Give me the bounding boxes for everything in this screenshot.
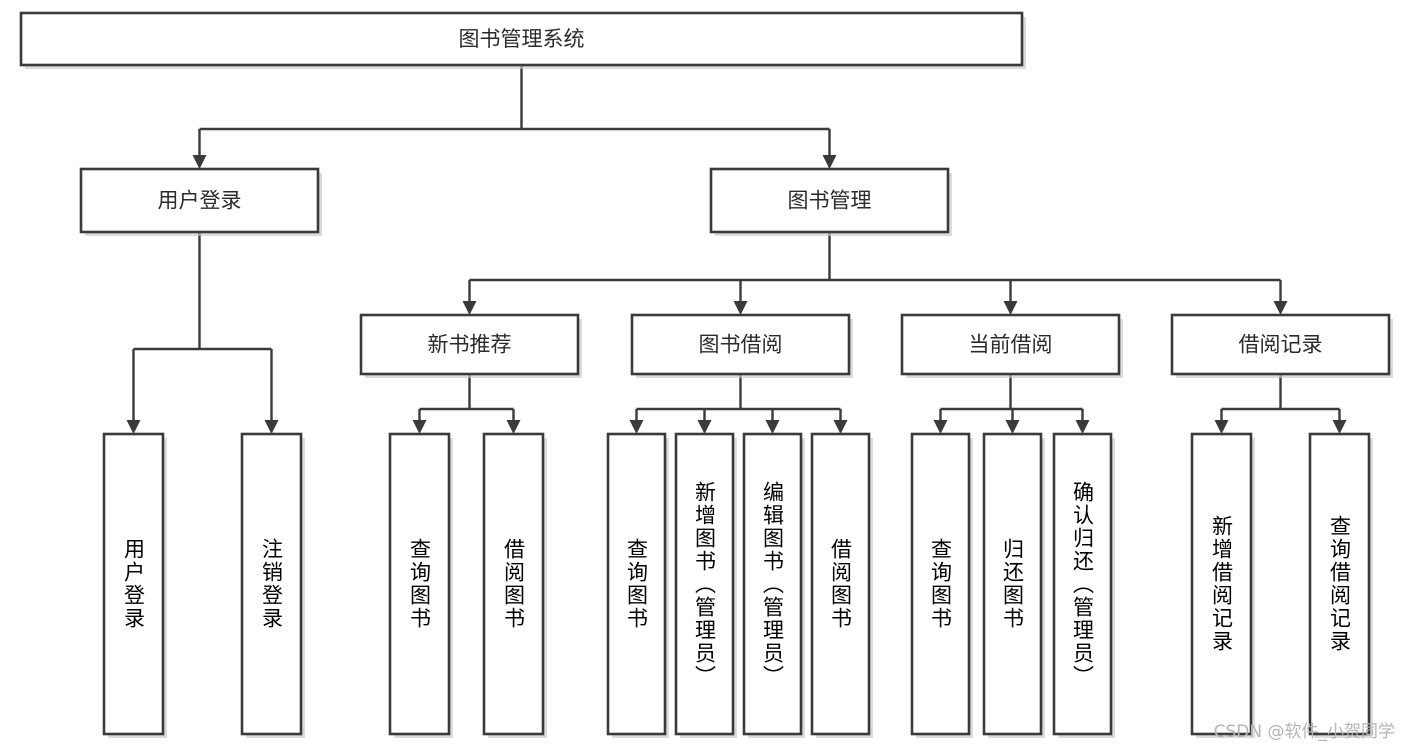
node-root[interactable]: 图书管理系统 — [19, 11, 1026, 69]
arrowhead-edge-ul-leaf-user-login — [126, 420, 141, 434]
node-leaf-return-book[interactable]: 归还图书 — [982, 432, 1045, 738]
node-leaf-add-book-admin[interactable]: 新增图书（管理员） — [674, 432, 737, 738]
node-label: 当前借阅 — [969, 333, 1053, 357]
node-label-wrap: 编辑图书（管理员） — [760, 480, 785, 688]
node-label: 查询图书 — [624, 538, 649, 630]
arrowhead-edge-cb-leaf-confirm — [1075, 420, 1090, 434]
node-label: 查询图书 — [407, 538, 432, 630]
node-book-borrow[interactable]: 图书借阅 — [630, 313, 853, 378]
arrowhead-edge-root-user-login — [192, 155, 207, 169]
arrowhead-edge-root-book-management — [822, 155, 837, 169]
arrowhead-edge-bm-book-borrow — [733, 301, 748, 315]
node-label: 新增借阅记录 — [1209, 515, 1234, 653]
node-label: 新增图书（管理员） — [692, 480, 717, 688]
node-new-book-recommend[interactable]: 新书推荐 — [359, 313, 582, 378]
arrowhead-edge-bb-leaf-edit — [765, 420, 780, 434]
node-label-wrap: 借阅图书 — [828, 538, 853, 630]
node-user-login[interactable]: 用户登录 — [79, 167, 322, 236]
node-leaf-query-book-borrow[interactable]: 查询图书 — [606, 432, 669, 738]
arrowhead-edge-br-leaf-add — [1214, 420, 1229, 434]
node-label: 编辑图书（管理员） — [760, 480, 785, 688]
node-leaf-query-borrow-record[interactable]: 查询借阅记录 — [1308, 432, 1373, 738]
edges-layer — [126, 65, 1347, 434]
node-label: 用户登录 — [158, 189, 242, 213]
arrowhead-edge-ul-leaf-logout — [264, 420, 279, 434]
node-label: 借阅记录 — [1239, 333, 1323, 357]
arrowhead-edge-cb-leaf-query — [933, 420, 948, 434]
node-leaf-edit-book-admin[interactable]: 编辑图书（管理员） — [742, 432, 805, 738]
node-label-wrap: 查询借阅记录 — [1327, 515, 1352, 653]
node-label: 图书管理系统 — [459, 27, 585, 51]
arrowhead-edge-nb-leaf-borrow — [506, 420, 521, 434]
node-label-wrap: 用户登录 — [121, 538, 146, 630]
node-leaf-confirm-return-admin[interactable]: 确认归还（管理员） — [1052, 432, 1115, 738]
node-label: 确认归还（管理员） — [1070, 480, 1095, 688]
node-leaf-borrow-book-recommend[interactable]: 借阅图书 — [482, 432, 547, 738]
node-label: 借阅图书 — [501, 538, 526, 630]
arrowhead-edge-bb-leaf-add — [697, 420, 712, 434]
node-leaf-query-book-current[interactable]: 查询图书 — [910, 432, 973, 738]
node-label: 图书借阅 — [699, 333, 783, 357]
arrowhead-edge-nb-leaf-query — [412, 420, 427, 434]
node-current-borrow[interactable]: 当前借阅 — [900, 313, 1123, 378]
arrowhead-edge-bb-leaf-borrow — [833, 420, 848, 434]
node-label-wrap: 归还图书 — [1000, 538, 1025, 630]
node-leaf-user-login[interactable]: 用户登录 — [102, 432, 167, 738]
node-leaf-add-borrow-record[interactable]: 新增借阅记录 — [1190, 432, 1255, 738]
node-label-wrap: 查询图书 — [624, 538, 649, 630]
node-leaf-query-book-recommend[interactable]: 查询图书 — [388, 432, 453, 738]
node-label-wrap: 借阅图书 — [501, 538, 526, 630]
arrowhead-edge-bb-leaf-query — [629, 420, 644, 434]
node-label: 图书管理 — [788, 189, 872, 213]
node-label-wrap: 新增借阅记录 — [1209, 515, 1234, 653]
node-label: 借阅图书 — [828, 538, 853, 630]
node-leaf-logout[interactable]: 注销登录 — [240, 432, 305, 738]
node-label: 新书推荐 — [428, 333, 512, 357]
arrowhead-edge-br-leaf-query — [1332, 420, 1347, 434]
arrowhead-edge-bm-borrow-records — [1273, 301, 1288, 315]
node-label-wrap: 查询图书 — [407, 538, 432, 630]
node-book-management[interactable]: 图书管理 — [709, 167, 952, 236]
node-label: 注销登录 — [259, 538, 284, 630]
node-label: 用户登录 — [121, 538, 146, 630]
node-borrow-records[interactable]: 借阅记录 — [1170, 313, 1393, 378]
node-label: 归还图书 — [1000, 538, 1025, 630]
node-leaf-borrow-book[interactable]: 借阅图书 — [810, 432, 873, 738]
node-label-wrap: 查询图书 — [928, 538, 953, 630]
node-label-wrap: 新增图书（管理员） — [692, 480, 717, 688]
arrowhead-edge-cb-leaf-return — [1005, 420, 1020, 434]
nodes-layer: 图书管理系统用户登录图书管理新书推荐图书借阅当前借阅借阅记录用户登录注销登录查询… — [19, 11, 1393, 738]
node-label-wrap: 确认归还（管理员） — [1070, 480, 1095, 688]
arrowhead-edge-bm-current-borrow — [1003, 301, 1018, 315]
watermark-text: CSDN @软件_小贺同学 — [1213, 722, 1395, 742]
node-label: 查询图书 — [928, 538, 953, 630]
node-label-wrap: 注销登录 — [259, 538, 284, 630]
node-label: 查询借阅记录 — [1327, 515, 1352, 653]
arrowhead-edge-bm-new-book — [462, 301, 477, 315]
